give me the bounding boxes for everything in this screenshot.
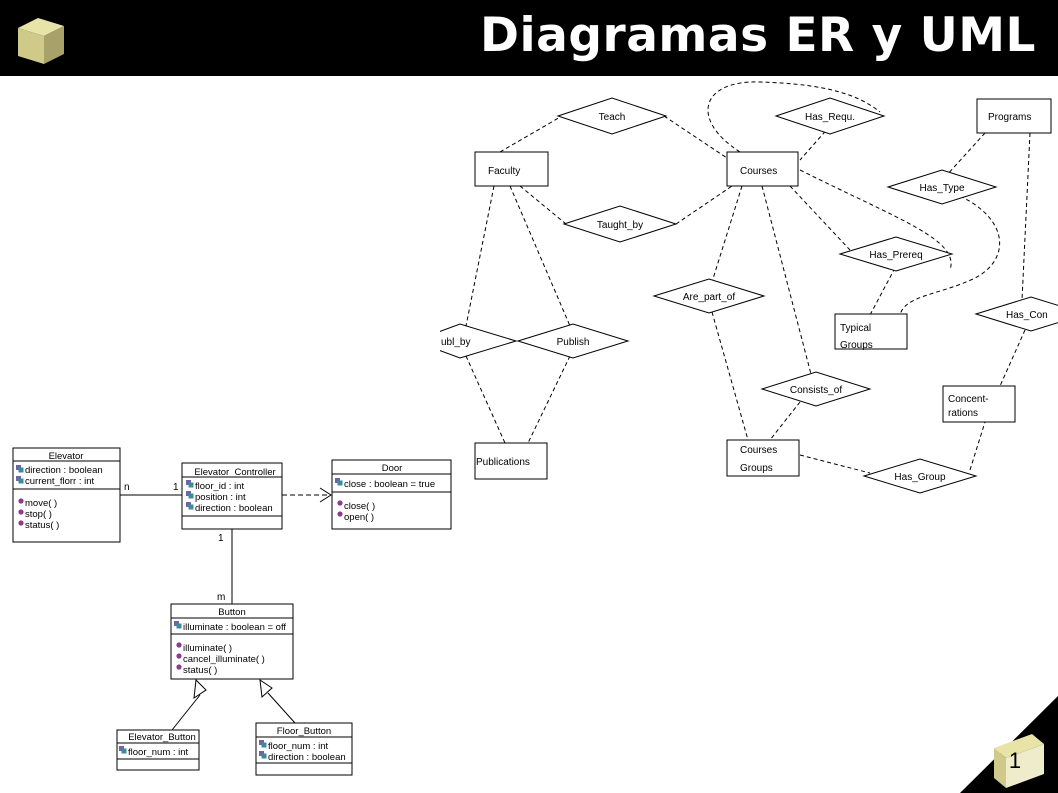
uml-class-elevator-controller[interactable]: Elevator_Controller floor_id : int posit… (181, 462, 283, 530)
svg-text:Teach: Teach (599, 112, 626, 123)
slide-title: Diagramas ER y UML (480, 8, 1036, 63)
uml-class-floor-button[interactable]: Floor_Button floor_num : int direction :… (255, 722, 353, 776)
svg-text:rations: rations (948, 408, 978, 419)
svg-text:Has_Type: Has_Type (919, 183, 964, 194)
svg-text:open( ): open( ) (344, 512, 374, 523)
er-rel-has-group[interactable]: Has_Group (862, 458, 978, 494)
er-rel-has-requ[interactable]: Has_Requ. (774, 97, 886, 135)
svg-text:Concent-: Concent- (948, 394, 989, 405)
er-entity-courses-groups[interactable]: Courses Groups (726, 439, 800, 477)
svg-text:Courses: Courses (740, 445, 777, 456)
er-entity-publications[interactable]: Publications (474, 442, 548, 480)
er-entity-concentrations[interactable]: Concent- rations (942, 385, 1016, 423)
svg-text:Are_part_of: Are_part_of (683, 292, 735, 303)
corner-decoration-icon (960, 696, 1058, 793)
svg-text:Door: Door (382, 463, 403, 474)
svg-text:Courses: Courses (740, 166, 777, 177)
svg-text:floor_id : int: floor_id : int (195, 481, 244, 492)
svg-text:Publications: Publications (476, 457, 530, 468)
svg-text:Has_Con: Has_Con (1006, 310, 1048, 321)
svg-text:status( ): status( ) (183, 665, 217, 676)
svg-text:m: m (217, 592, 225, 603)
svg-text:current_florr : int: current_florr : int (25, 476, 95, 487)
svg-text:n: n (124, 482, 130, 493)
svg-text:direction : boolean: direction : boolean (195, 503, 273, 514)
svg-text:Has_Prereq: Has_Prereq (869, 250, 922, 261)
svg-text:Groups: Groups (840, 340, 873, 351)
svg-text:floor_num : int: floor_num : int (268, 741, 329, 752)
svg-text:close( ): close( ) (344, 501, 375, 512)
uml-class-elevator-button[interactable]: Elevator_Button floor_num : int (116, 729, 200, 771)
er-rel-has-con[interactable]: Has_Con (974, 296, 1058, 332)
svg-text:Floor_Button: Floor_Button (277, 726, 331, 737)
er-rel-taught-by[interactable]: Taught_by (562, 205, 678, 243)
er-rel-has-type[interactable]: Has_Type (886, 169, 998, 205)
svg-text:Has_Group: Has_Group (894, 472, 946, 483)
er-rel-consists-of[interactable]: Consists_of (760, 371, 872, 407)
svg-text:stop( ): stop( ) (25, 509, 52, 520)
svg-text:Publish: Publish (557, 337, 590, 348)
svg-text:Groups: Groups (740, 463, 773, 474)
er-entity-typical-groups[interactable]: Typical Groups (834, 313, 908, 351)
svg-text:Consists_of: Consists_of (790, 385, 842, 396)
svg-text:illuminate( ): illuminate( ) (183, 643, 232, 654)
svg-text:status( ): status( ) (25, 520, 59, 531)
uml-class-button[interactable]: Button illuminate : boolean = off illumi… (170, 603, 294, 680)
cube-logo-icon (18, 18, 64, 64)
svg-text:position : int: position : int (195, 492, 246, 503)
svg-text:direction : boolean: direction : boolean (268, 752, 346, 763)
svg-text:1: 1 (173, 482, 179, 493)
uml-class-door[interactable]: Door close : boolean = true close( ) ope… (331, 459, 452, 530)
er-rel-are-part-of[interactable]: Are_part_of (652, 278, 766, 314)
uml-multiplicities: n 1 1 m (124, 482, 225, 603)
uml-class-elevator[interactable]: Elevator direction : boolean current_flo… (12, 447, 121, 543)
svg-text:close : boolean = true: close : boolean = true (344, 479, 435, 490)
er-connections (465, 81, 1031, 474)
svg-text:Typical: Typical (840, 323, 871, 334)
svg-text:ubl_by: ubl_by (441, 337, 470, 348)
svg-text:Button: Button (218, 607, 245, 618)
er-entity-courses[interactable]: Courses (726, 151, 799, 187)
er-rel-publ-by[interactable]: ubl_by (400, 320, 518, 362)
diagram-canvas: Faculty Courses Programs Typical Groups … (12, 81, 1058, 776)
svg-text:Has_Requ.: Has_Requ. (805, 112, 855, 123)
svg-text:move( ): move( ) (25, 498, 57, 509)
svg-text:illuminate : boolean = off: illuminate : boolean = off (183, 622, 286, 633)
uml-connections (120, 487, 332, 731)
svg-text:cancel_illuminate( ): cancel_illuminate( ) (183, 654, 265, 665)
slide-header: Diagramas ER y UML (0, 0, 1058, 76)
svg-text:Elevator: Elevator (49, 451, 84, 462)
svg-text:1: 1 (218, 533, 224, 544)
svg-text:Faculty: Faculty (488, 166, 520, 177)
er-rel-teach[interactable]: Teach (556, 97, 668, 135)
svg-text:Taught_by: Taught_by (597, 220, 643, 231)
page-number: 1 (1008, 748, 1022, 773)
er-entity-programs[interactable]: Programs (976, 98, 1052, 134)
er-rel-publish[interactable]: Publish (516, 323, 630, 359)
svg-text:floor_num : int: floor_num : int (128, 747, 189, 758)
er-rel-has-prereq[interactable]: Has_Prereq (838, 236, 954, 272)
svg-text:direction : boolean: direction : boolean (25, 465, 103, 476)
svg-text:Elevator_Button: Elevator_Button (128, 732, 196, 743)
svg-text:Programs: Programs (988, 112, 1031, 123)
svg-text:Elevator_Controller: Elevator_Controller (194, 467, 275, 478)
er-entity-faculty[interactable]: Faculty (474, 151, 549, 187)
